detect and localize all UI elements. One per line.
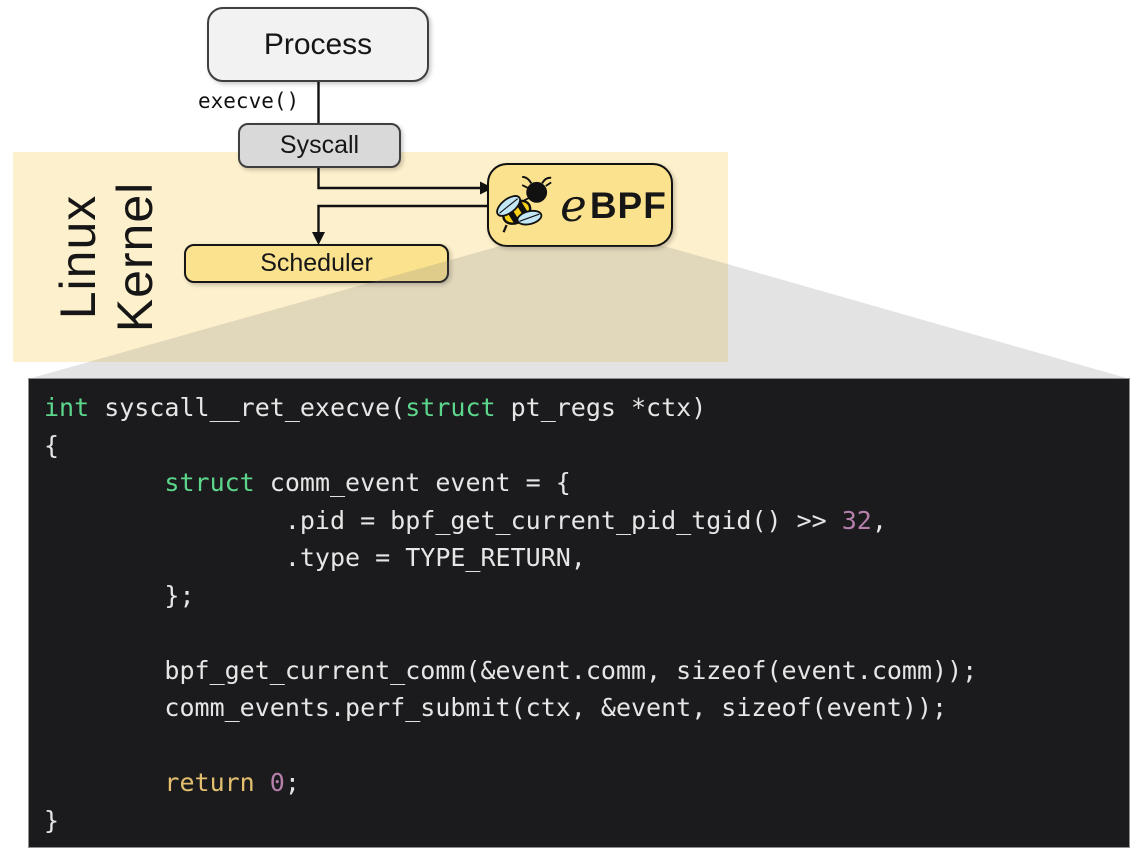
code-line: bpf_get_current_comm(&event.comm, sizeof… bbox=[44, 655, 978, 685]
process-box-label: Process bbox=[263, 27, 373, 61]
scheduler-box-label: Scheduler bbox=[260, 249, 373, 277]
ebpf-label-e: e bbox=[560, 178, 587, 232]
syscall-box-label: Syscall bbox=[279, 131, 360, 159]
syscall-box: Syscall bbox=[238, 123, 401, 168]
code-line: { bbox=[44, 430, 60, 460]
code-line: comm_events.perf_submit(ctx, &event, siz… bbox=[44, 693, 948, 722]
ebpf-box: e BPF bbox=[487, 163, 673, 247]
code-line: } bbox=[44, 805, 60, 835]
code-line: struct comm_event event = { bbox=[164, 468, 571, 497]
code-line: return 0; bbox=[164, 768, 300, 797]
bee-icon bbox=[496, 176, 552, 233]
code-line: .pid = bpf_get_current_pid_tgid() >> 32, bbox=[44, 505, 887, 535]
scheduler-box: Scheduler bbox=[184, 244, 449, 283]
process-box: Process bbox=[207, 7, 429, 82]
execve-label: execve() bbox=[198, 89, 300, 113]
kernel-label-line1: Linux bbox=[50, 194, 106, 320]
code-line bbox=[44, 614, 1129, 652]
code-line: int syscall__ret_execve(struct pt_regs *… bbox=[44, 393, 707, 422]
code-line: .type = TYPE_RETURN, bbox=[44, 543, 586, 572]
code-line bbox=[44, 727, 1129, 765]
linux-kernel-label: Linux Kernel bbox=[50, 147, 170, 367]
kernel-label-line2: Kernel bbox=[107, 181, 163, 333]
ebpf-label-bpf: BPF bbox=[589, 184, 667, 226]
code-block: int syscall__ret_execve(struct pt_regs *… bbox=[28, 378, 1130, 848]
code-line: }; bbox=[44, 580, 195, 610]
